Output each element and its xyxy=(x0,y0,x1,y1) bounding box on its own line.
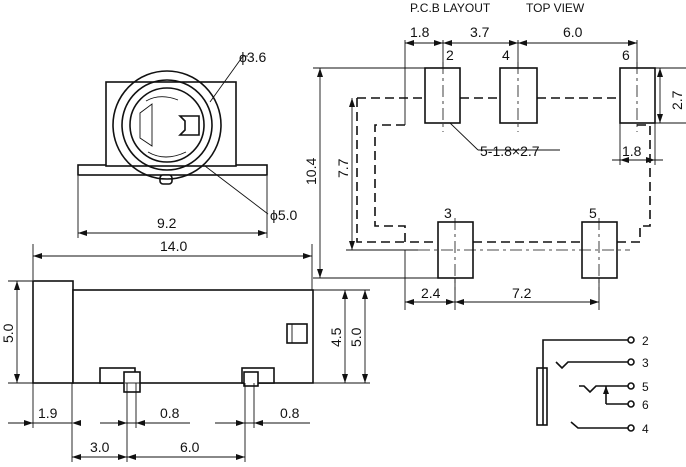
side-view: 5.0 4.5 5.0 1.9 0.8 0.8 3.0 6.0 xyxy=(0,280,370,462)
pad-label-2: 2 xyxy=(446,47,454,63)
pcb-inner-height-label: 7.7 xyxy=(335,158,351,178)
top-view-title: TOP VIEW xyxy=(526,1,585,15)
pad-2 xyxy=(424,67,461,124)
dim-2-label: 0.8 xyxy=(160,405,180,421)
middle-ring xyxy=(121,79,213,171)
pcb-dim-1: 1.8 xyxy=(410,24,430,40)
pad-label-5: 5 xyxy=(589,205,597,221)
outer-ring xyxy=(112,70,222,180)
pad-5 xyxy=(581,221,618,279)
front-view: ϕ3.6 ϕ5.0 9.2 xyxy=(77,49,298,238)
schem-pin-2: 2 xyxy=(642,334,649,348)
dim-height-left-label: 5.0 xyxy=(0,323,16,343)
schem-pin-5: 5 xyxy=(642,380,649,394)
pad-height-label: 2.7 xyxy=(669,90,685,110)
schem-pin-6: 6 xyxy=(642,398,649,412)
dim-5-label: 6.0 xyxy=(180,439,200,455)
pcb-dim-2: 3.7 xyxy=(470,24,490,40)
dim-4-label: 3.0 xyxy=(90,439,110,455)
dim-height-right-b-label: 5.0 xyxy=(348,327,364,347)
dim-hole-label: ϕ3.6 xyxy=(239,49,267,65)
pcb-bottom-dim-1: 2.4 xyxy=(421,285,441,301)
dim-width-label: 9.2 xyxy=(157,215,177,231)
pad-3 xyxy=(437,221,474,279)
pad-note: 5-1.8×2.7 xyxy=(480,143,540,159)
schematic: 2 3 5 6 4 xyxy=(536,334,649,436)
pad-label-4: 4 xyxy=(502,47,510,63)
pad-label-6: 6 xyxy=(622,47,630,63)
pcb-layout: P.C.B LAYOUT TOP VIEW 1.8 3.7 6.0 2 4 xyxy=(303,1,686,310)
dim-1-label: 1.9 xyxy=(38,405,58,421)
pcb-dim-3: 6.0 xyxy=(563,24,583,40)
pad-width-label: 1.8 xyxy=(622,143,642,159)
schem-pin-4: 4 xyxy=(642,422,649,436)
dim-length-label: 14.0 xyxy=(160,238,187,254)
pad-6 xyxy=(619,67,656,124)
hole xyxy=(129,87,205,163)
dim-height-right-a-label: 4.5 xyxy=(328,327,344,347)
pad-4 xyxy=(499,67,538,124)
dim-3-label: 0.8 xyxy=(280,405,300,421)
pcb-total-height-label: 10.4 xyxy=(303,158,319,185)
dim-outer-label: ϕ5.0 xyxy=(270,207,298,223)
pcb-title: P.C.B LAYOUT xyxy=(410,1,491,15)
pad-label-3: 3 xyxy=(444,205,452,221)
schem-pin-3: 3 xyxy=(642,356,649,370)
pcb-bottom-dim-2: 7.2 xyxy=(512,285,532,301)
